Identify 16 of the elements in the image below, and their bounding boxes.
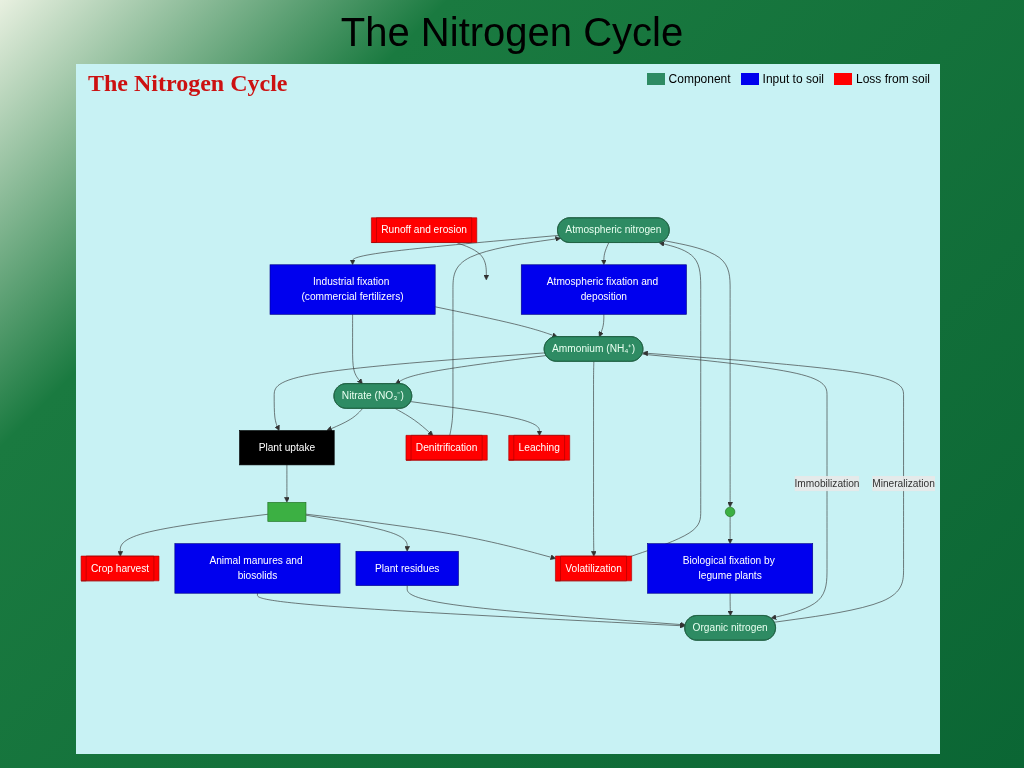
node-box (267, 502, 307, 522)
node-circle (725, 506, 736, 517)
edge-label: Immobilization (794, 477, 860, 489)
diagram-panel: The Nitrogen Cycle Component Input to soil Loss from soil Immobilization Mineralization Atmospheric nitrogen Atmospheric fixation and deposition Crop harvest Industrial fixation (commercial fertilizers) Animal manures and biosolids Plant residues Volatilization Runoff and erosion Biological fixation by legume plants Plant uptake Denitrification Organic nitrogen Ammonium (NH₄⁺) Nitrate (NO₃⁻) Leaching (76, 64, 940, 754)
node-box (520, 264, 687, 315)
legend-text: Input to soil (762, 72, 824, 86)
node-box (647, 543, 814, 594)
edge-label: Mineralization (872, 477, 935, 489)
legend-text: Loss from soil (855, 72, 930, 86)
node-box (174, 543, 341, 594)
diagram-heading: The Nitrogen Cycle (88, 70, 288, 97)
node-box (355, 550, 459, 586)
slide-title: The Nitrogen Cycle (339, 10, 685, 55)
legend-text: Component (668, 72, 731, 86)
node-box (239, 430, 335, 466)
node-box (269, 264, 436, 315)
